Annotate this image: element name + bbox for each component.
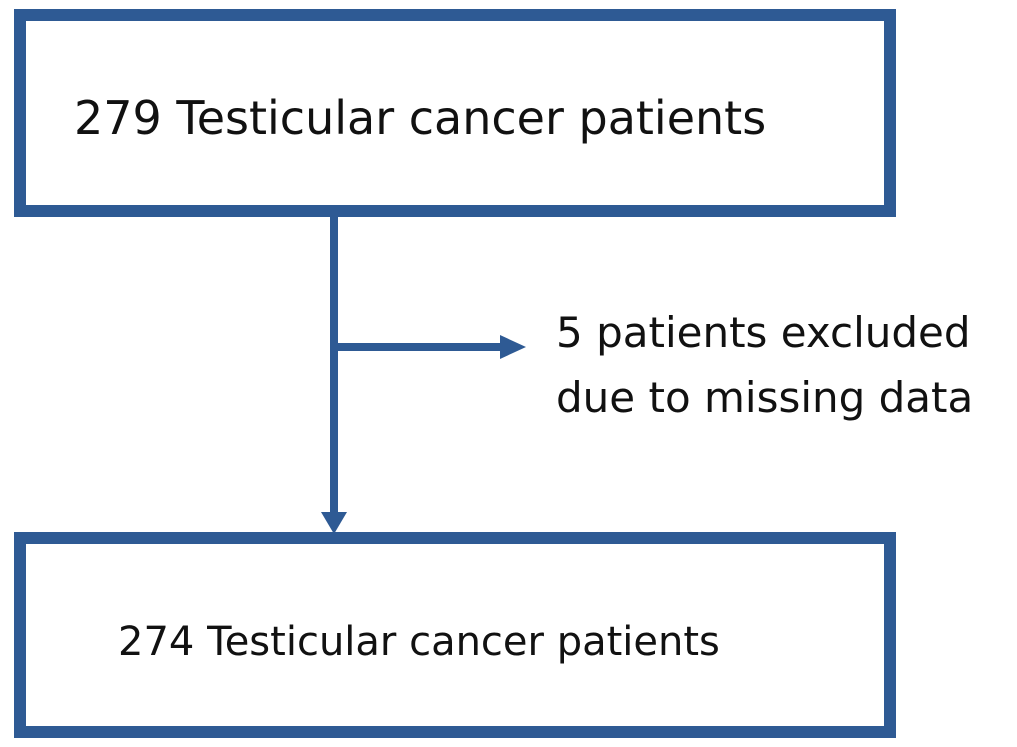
right-arrowhead — [500, 335, 526, 359]
bottom-box-label: 274 Testicular cancer patients — [118, 619, 720, 665]
top-box-label: 279 Testicular cancer patients — [74, 91, 767, 145]
down-arrowhead — [321, 512, 347, 534]
exclusion-text-line-1: 5 patients excluded — [556, 308, 971, 357]
top-box: 279 Testicular cancer patients — [14, 9, 896, 217]
bottom-box: 274 Testicular cancer patients — [14, 532, 896, 738]
exclusion-text-line-2: due to missing data — [556, 373, 974, 422]
